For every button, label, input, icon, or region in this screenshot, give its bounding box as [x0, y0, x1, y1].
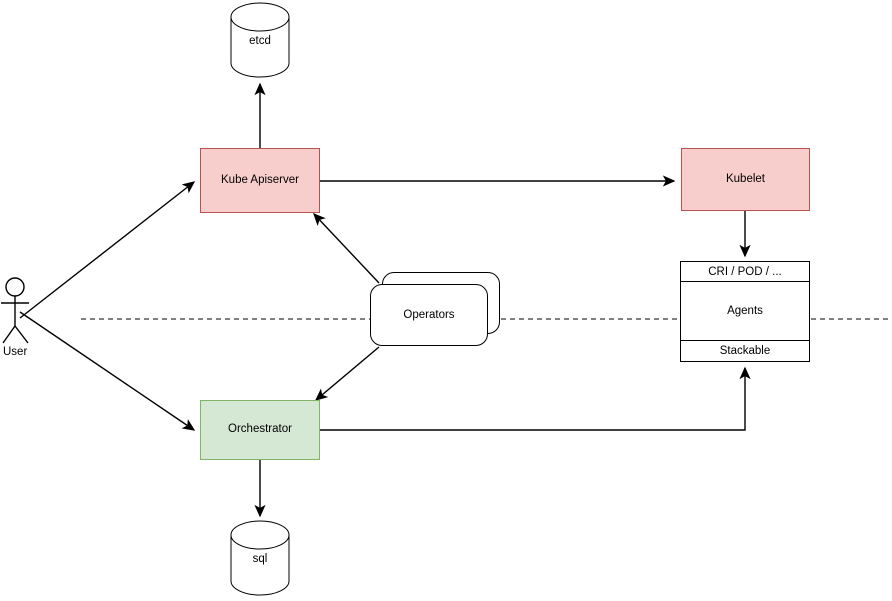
- user-label: User: [3, 346, 28, 358]
- agents-body: Agents: [681, 282, 809, 340]
- connector-user-to-orchestrator: [19, 311, 196, 431]
- etcd-node[interactable]: etcd: [231, 28, 289, 56]
- agents-body-label: Agents: [727, 305, 763, 317]
- agents-cri-pod-header: CRI / POD / ...: [681, 262, 809, 282]
- connector-orchestrator-to-stackable: [320, 366, 751, 431]
- agents-footer-label: Stackable: [719, 345, 771, 357]
- connector-operators-to-apiserver: [313, 212, 380, 284]
- orchestrator-node[interactable]: Orchestrator: [200, 400, 320, 460]
- operators-node[interactable]: Operators: [370, 272, 500, 347]
- sql-label: sql: [252, 553, 268, 566]
- kube-apiserver-node[interactable]: Kube Apiserver: [200, 148, 320, 213]
- etcd-cylinder-shape: [230, 2, 290, 78]
- agents-node[interactable]: CRI / POD / ... Agents Stackable: [680, 261, 810, 362]
- sql-node[interactable]: sql: [231, 546, 289, 574]
- sql-cylinder-shape: [230, 520, 290, 596]
- orchestrator-label: Orchestrator: [228, 423, 292, 436]
- connector-operators-to-orchestrator: [314, 346, 380, 401]
- kube-apiserver-label: Kube Apiserver: [221, 173, 299, 186]
- operators-card-front: Operators: [370, 284, 488, 346]
- agents-stackable-footer: Stackable: [681, 340, 809, 361]
- kubelet-node[interactable]: Kubelet: [681, 148, 810, 211]
- operators-label: Operators: [403, 309, 455, 321]
- user-actor-shape: [1, 277, 29, 344]
- etcd-label: etcd: [249, 35, 271, 48]
- user-node-label[interactable]: User: [3, 346, 27, 358]
- agents-header-label: CRI / POD / ...: [708, 265, 782, 278]
- kubelet-label: Kubelet: [725, 172, 765, 185]
- connector-user-to-apiserver: [19, 181, 196, 319]
